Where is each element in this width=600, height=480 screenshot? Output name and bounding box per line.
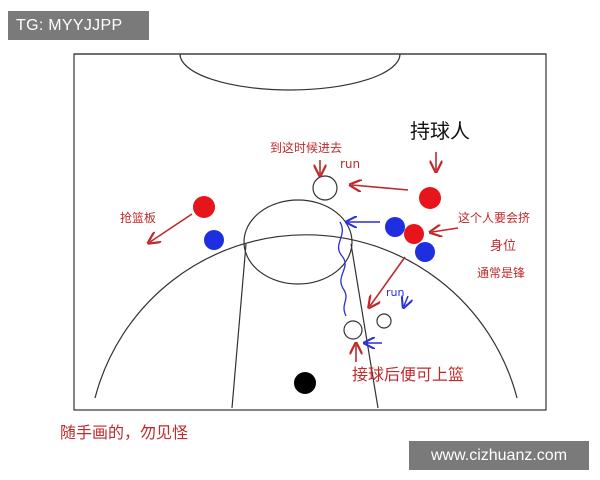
- cut-spot-circle: [312, 175, 338, 201]
- arrow-rebound: [150, 213, 193, 242]
- watermark-bottom-right: www.cizhuanz.com: [409, 441, 589, 470]
- arrow-cut-down: [370, 256, 406, 306]
- small-spot-circle: [376, 313, 392, 329]
- blue-arrows: [337, 221, 408, 343]
- label-screen-note-3: 通常是锋: [477, 266, 525, 280]
- lane-line-right: [350, 243, 379, 409]
- black-player-low-post: [294, 372, 316, 394]
- label-ball-holder: 持球人: [410, 119, 470, 143]
- center-circle: [179, 53, 401, 91]
- label-screen-note-1: 这个人要会挤: [458, 210, 530, 225]
- label-footer: 随手画的，勿见怪: [60, 423, 188, 442]
- blue-defender-top: [385, 217, 405, 237]
- label-run-top: run: [340, 157, 360, 171]
- blue-defender-left: [204, 230, 224, 250]
- lane-line-left: [231, 243, 247, 409]
- red-player-ball-handler: [419, 187, 441, 209]
- players: [193, 187, 441, 394]
- label-cut-run: 到这时候进去: [270, 140, 342, 155]
- blue-defender-right: [415, 242, 435, 262]
- label-rebound: 抢篮板: [120, 210, 156, 225]
- red-arrows: [150, 152, 459, 362]
- half-court-boundary: [73, 53, 547, 411]
- free-throw-circle: [243, 199, 353, 285]
- watermark-top-left: TG: MYYJJPP: [8, 11, 149, 40]
- court-lines: [73, 53, 547, 411]
- label-screen-note-2: 身位: [490, 238, 516, 254]
- red-player-left-wing: [193, 196, 215, 218]
- red-player-screener: [404, 224, 424, 244]
- arrow-pass-to-cut: [352, 185, 409, 190]
- squiggle-defender-path: [337, 221, 347, 317]
- label-catch-note: 接球后便可上篮: [352, 365, 464, 384]
- rim-circle: [343, 320, 363, 340]
- label-run-mid: run: [386, 286, 404, 299]
- arrow-defender-chase: [404, 296, 408, 306]
- three-point-arc: [94, 234, 518, 399]
- arrow-screener: [432, 228, 459, 232]
